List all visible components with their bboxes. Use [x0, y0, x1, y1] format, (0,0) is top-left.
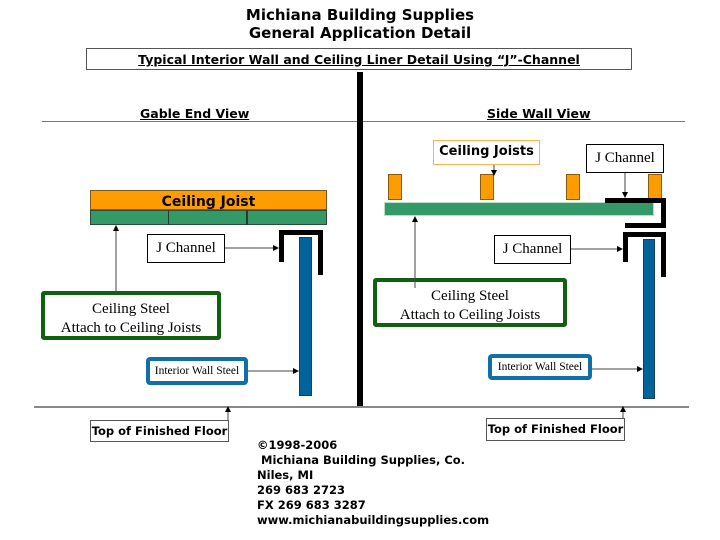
- side-j-channel-ceiling-top: [605, 198, 666, 203]
- side-j-channel-ceiling-leg: [661, 198, 666, 228]
- gable-interior-wall-steel: [299, 237, 312, 396]
- side-wall-view-title: Side Wall View: [487, 106, 591, 121]
- footer-phone: 269 683 2723: [257, 483, 346, 497]
- side-ceiling-joist: [648, 174, 662, 200]
- side-j-channel-wall-top: [623, 232, 666, 237]
- floor-line: [34, 406, 689, 408]
- gable-ceiling-steel-label-line2: Attach to Ceiling Joists: [60, 320, 202, 336]
- gable-ceiling-steel-seam: [246, 210, 248, 225]
- side-j-channel-label: J Channel: [502, 241, 563, 257]
- side-ceiling-joists-label: Ceiling Joists: [439, 144, 534, 159]
- side-j-channel-top-label-box: J Channel: [586, 144, 664, 173]
- footer-company: Michiana Building Supplies, Co.: [257, 453, 466, 467]
- gable-j-channel-left-leg: [279, 230, 284, 262]
- gable-j-channel-top: [279, 230, 323, 235]
- gable-end-view-title: Gable End View: [140, 106, 250, 121]
- side-j-channel-wall-left-leg: [623, 232, 628, 262]
- gable-ceiling-steel-seam: [168, 210, 169, 225]
- footer-website[interactable]: www.michianabuildingsupplies.com: [257, 513, 490, 527]
- center-divider: [357, 72, 363, 407]
- gable-floor-label-box: Top of Finished Floor: [90, 420, 229, 442]
- side-ceiling-steel-label-line1: Ceiling Steel: [431, 288, 509, 304]
- document-type-title: General Application Detail: [248, 24, 472, 42]
- detail-subtitle: Typical Interior Wall and Ceiling Liner …: [138, 52, 580, 67]
- footer-fax: FX 269 683 3287: [257, 498, 366, 512]
- gable-j-channel-label: J Channel: [156, 240, 216, 256]
- side-ceiling-joist: [480, 174, 494, 200]
- contact-block: ©1998-2006 Michiana Building Supplies, C…: [257, 438, 489, 528]
- gable-ceiling-steel: [90, 210, 327, 225]
- gable-ceiling-steel-label-box: Ceiling Steel Attach to Ceiling Joists: [41, 291, 221, 340]
- side-floor-label-box: Top of Finished Floor: [486, 418, 625, 441]
- gable-ceiling-joist-label: Ceiling Joist: [161, 194, 256, 210]
- side-interior-wall-steel-label-box: Interior Wall Steel: [488, 354, 592, 380]
- gable-floor-label: Top of Finished Floor: [91, 424, 228, 438]
- gable-interior-wall-steel-label: Interior Wall Steel: [154, 365, 240, 377]
- footer-city: Niles, MI: [257, 468, 314, 482]
- side-interior-wall-steel: [643, 239, 655, 399]
- gable-section-line: [42, 121, 357, 122]
- gable-interior-wall-steel-label-box: Interior Wall Steel: [146, 357, 248, 385]
- gable-j-channel-label-box: J Channel: [147, 234, 225, 263]
- detail-subtitle-box: Typical Interior Wall and Ceiling Liner …: [86, 48, 632, 70]
- side-floor-label: Top of Finished Floor: [487, 422, 624, 436]
- side-j-channel-top-label: J Channel: [595, 150, 655, 166]
- side-j-channel-label-box: J Channel: [494, 235, 571, 264]
- side-interior-wall-steel-label: Interior Wall Steel: [497, 361, 583, 373]
- side-j-channel-wall-right-leg: [661, 232, 666, 277]
- copyright: ©1998-2006: [257, 438, 338, 452]
- side-ceiling-steel: [384, 202, 654, 216]
- company-title: Michiana Building Supplies: [245, 6, 475, 24]
- gable-j-channel-right-leg: [318, 230, 323, 275]
- side-ceiling-steel-label-line2: Attach to Ceiling Joists: [399, 307, 541, 323]
- side-ceiling-joist: [388, 174, 402, 200]
- side-ceiling-steel-label-box: Ceiling Steel Attach to Ceiling Joists: [373, 278, 567, 327]
- side-j-channel-ceiling-bottom: [625, 223, 666, 228]
- side-ceiling-joists-label-box: Ceiling Joists: [433, 140, 540, 165]
- side-section-line: [363, 121, 685, 122]
- gable-ceiling-steel-label-line1: Ceiling Steel: [92, 301, 170, 317]
- gable-ceiling-joist: Ceiling Joist: [90, 190, 327, 210]
- side-ceiling-joist: [566, 174, 580, 200]
